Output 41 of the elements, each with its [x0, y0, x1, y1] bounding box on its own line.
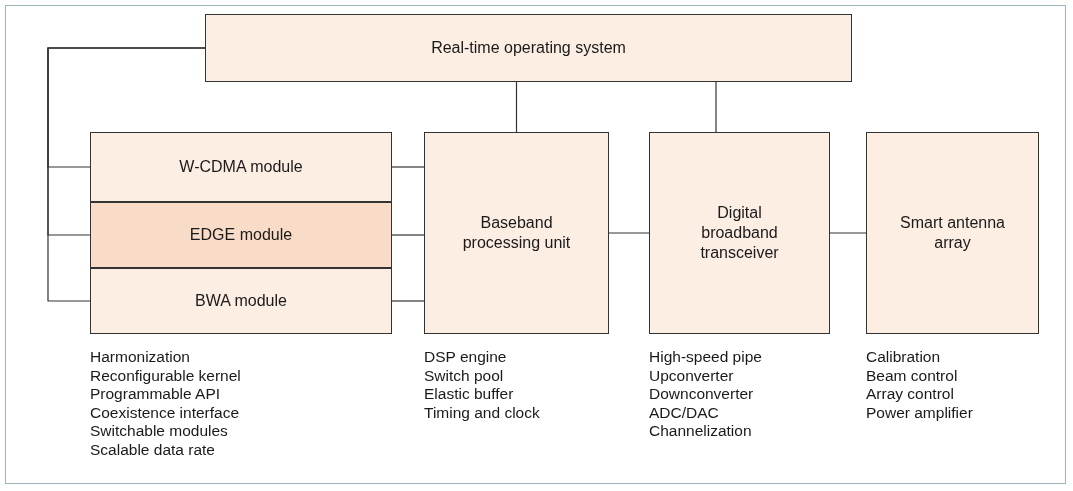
feature-item: Switch pool — [424, 366, 504, 386]
feature-item: DSP engine — [424, 348, 507, 367]
connector-line — [391, 300, 425, 302]
module-box — [205, 14, 852, 82]
feature-item: Programmable API — [90, 385, 221, 404]
connector-line — [829, 232, 867, 234]
node-label: Smart antenna array — [899, 213, 1006, 253]
node-label: BWA module — [195, 291, 287, 311]
node-label: Real-time operating system — [431, 38, 626, 58]
connector-line — [391, 234, 425, 236]
feature-item: Calibration — [866, 348, 941, 367]
feature-item: Upconverter — [649, 366, 734, 386]
feature-item: Scalable data rate — [90, 440, 215, 460]
feature-item: Elastic buffer — [424, 385, 514, 404]
feature-item: Power amplifier — [866, 403, 973, 423]
node-label: W-CDMA module — [179, 157, 303, 177]
feature-item: Reconfigurable kernel — [90, 366, 241, 386]
module-box — [866, 132, 1039, 334]
feature-item: Coexistence interface — [90, 403, 240, 423]
feature-item: ADC/DAC — [649, 403, 719, 423]
feature-item: Harmonization — [90, 348, 190, 367]
module-box — [649, 132, 830, 334]
connector-line — [391, 166, 425, 168]
feature-item: High-speed pipe — [649, 348, 762, 367]
feature-item: Channelization — [649, 422, 752, 441]
connector-line — [715, 81, 717, 133]
node-label: EDGE module — [189, 225, 293, 245]
feature-item: Beam control — [866, 366, 958, 386]
connector-line — [608, 232, 650, 234]
feature-item: Timing and clock — [424, 403, 540, 423]
module-box — [424, 132, 609, 334]
feature-item: Downconverter — [649, 385, 754, 404]
connector-line — [47, 47, 206, 302]
feature-item: Switchable modules — [90, 422, 228, 441]
module-box — [90, 202, 392, 268]
module-box — [90, 268, 392, 334]
feature-item: Array control — [866, 385, 954, 404]
node-label: Digital broadband transceiver — [699, 203, 780, 263]
node-label: Baseband processing unit — [461, 213, 572, 253]
connector-line — [515, 81, 518, 133]
module-box — [90, 132, 392, 202]
